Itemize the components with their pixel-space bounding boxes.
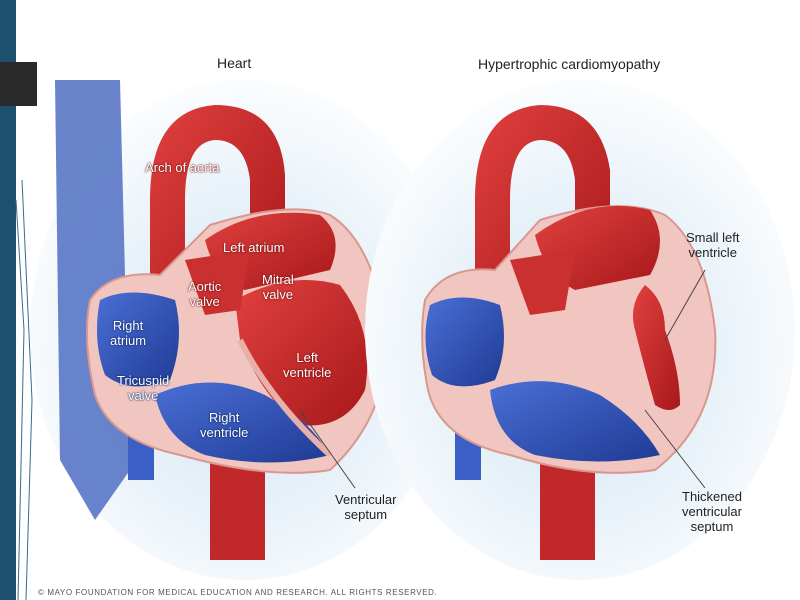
label-small-left-ventricle: Small left ventricle — [686, 230, 740, 260]
title-hcm: Hypertrophic cardiomyopathy — [478, 56, 661, 72]
decorative-lines — [15, 180, 33, 600]
normal-heart — [30, 80, 460, 580]
slide-side-bar — [0, 0, 16, 600]
label-thickened-septum: Thickened ventricular septum — [682, 489, 742, 534]
slide-side-tab — [0, 62, 37, 106]
copyright-notice: © MAYO FOUNDATION FOR MEDICAL EDUCATION … — [38, 588, 438, 597]
label-aortic-valve: Aortic valve — [188, 279, 222, 309]
label-right-atrium: Right atrium — [110, 318, 147, 348]
hcm-heart — [365, 80, 795, 580]
label-right-ventricle: Right ventricle — [200, 410, 249, 440]
label-left-ventricle: Left ventricle — [283, 350, 332, 380]
label-tricuspid-valve: Tricuspid valve — [117, 373, 170, 403]
label-arch-of-aorta: Arch of aorta — [145, 160, 220, 175]
label-ventricular-septum: Ventricular septum — [335, 492, 397, 522]
label-mitral-valve: Mitral valve — [262, 272, 294, 302]
title-normal-heart: Heart — [217, 55, 252, 71]
label-left-atrium: Left atrium — [223, 240, 285, 255]
